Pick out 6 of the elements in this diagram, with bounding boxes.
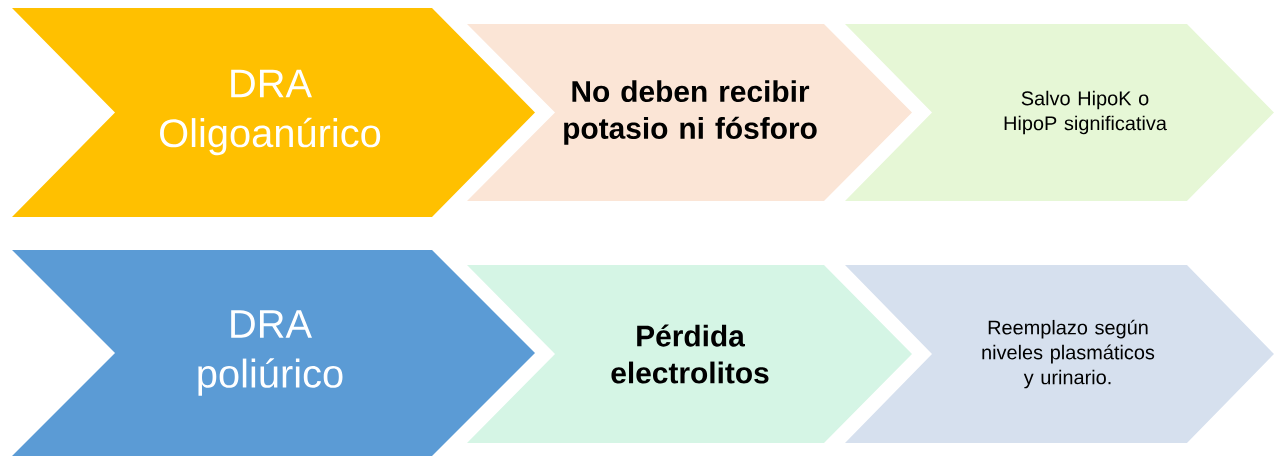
chevron-box: No deben recibir potasio ni fósforo bbox=[467, 24, 912, 201]
chevron-box: Salvo HipoK o HipoP significativa bbox=[845, 24, 1274, 201]
chevron-box: DRA poliúrico bbox=[12, 250, 535, 456]
chevron-box: DRA Oligoanúrico bbox=[12, 8, 535, 217]
chevron-box: Pérdida electrolitos bbox=[467, 265, 912, 443]
chevron-box: Reemplazo según niveles plasmáticos y urinario. bbox=[845, 265, 1274, 443]
